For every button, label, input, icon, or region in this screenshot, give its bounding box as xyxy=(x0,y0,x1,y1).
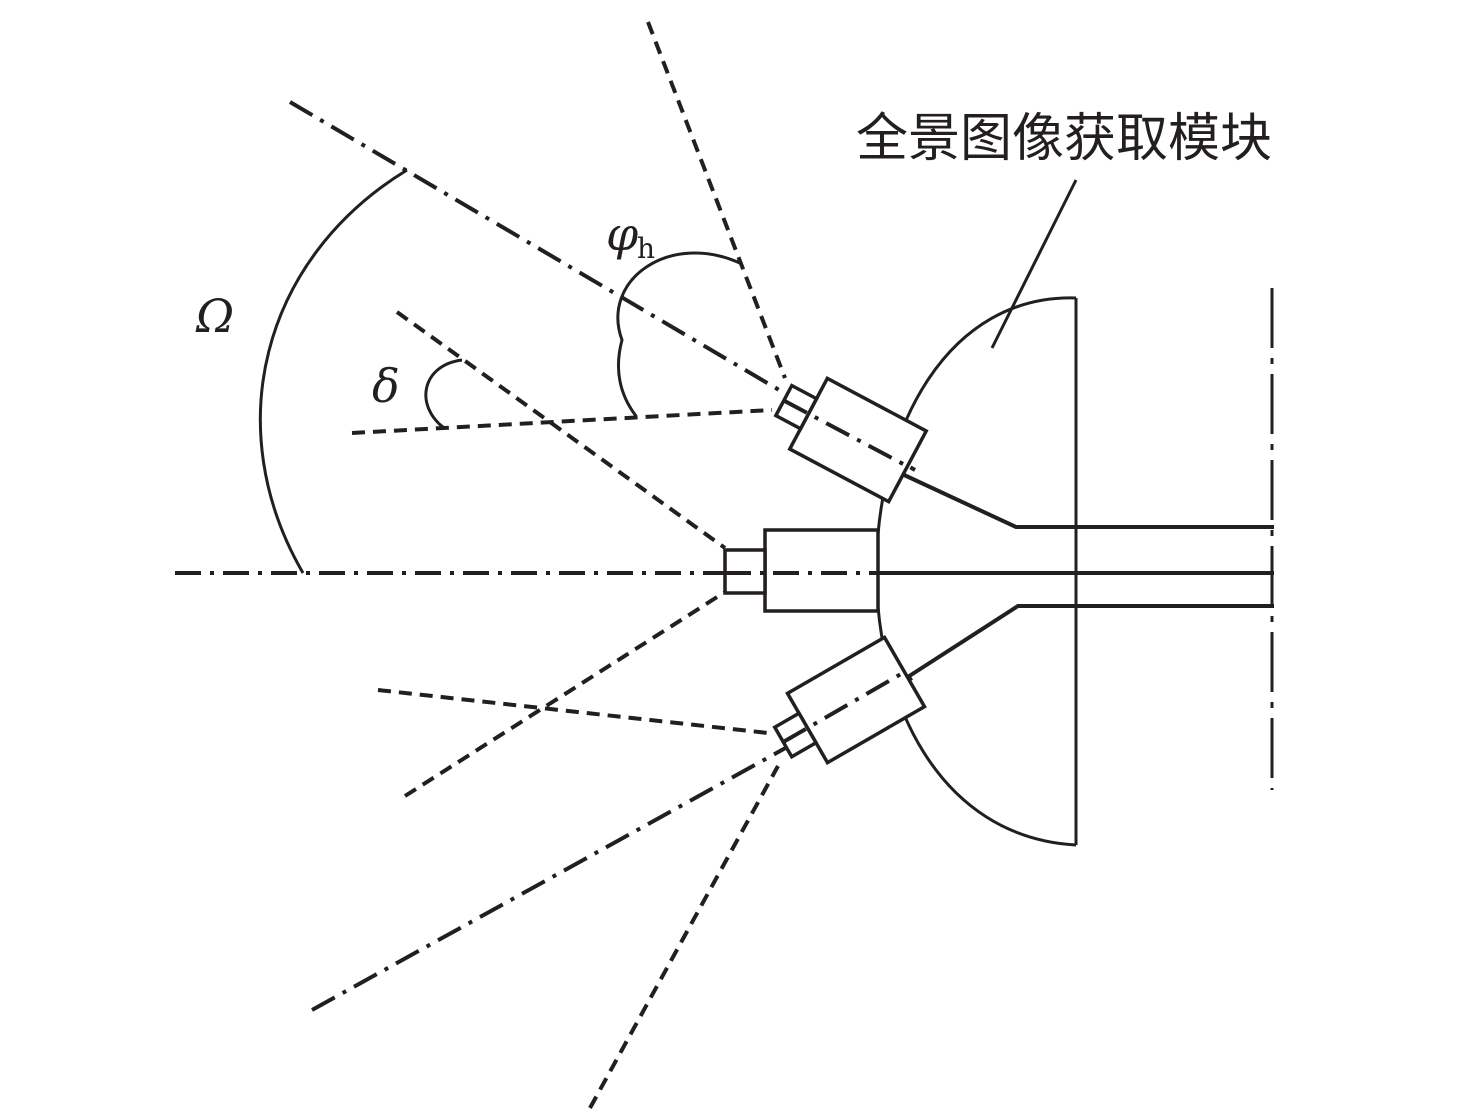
fov-line-bottom-lower xyxy=(588,765,780,1109)
delta-angle-arc xyxy=(424,358,463,430)
camera-bottom-axis xyxy=(782,670,906,744)
camera-top-axis xyxy=(782,398,909,469)
camera-center-body xyxy=(763,528,880,613)
camera-bottom xyxy=(772,634,927,766)
module-label: 全景图像获取模块 xyxy=(856,109,1272,169)
omega-label: Ω xyxy=(195,289,234,343)
fov-line-top-upper xyxy=(646,21,787,379)
omega-angle-arc xyxy=(258,168,408,574)
camera-center xyxy=(723,528,880,613)
cable-top xyxy=(901,472,1274,529)
cable-bottom xyxy=(898,604,1274,684)
phi-h-angle-arc xyxy=(616,251,743,417)
phi-subscript-label: h xyxy=(637,232,655,265)
fov-line-center-lower xyxy=(403,590,727,798)
fov-line-center-upper xyxy=(395,310,727,550)
fov-line-bottom-upper xyxy=(377,688,769,735)
phi-label: φ xyxy=(606,207,639,261)
fov-line-top-lower xyxy=(351,408,773,435)
optical-axis-bottom-camera xyxy=(311,676,913,1012)
delta-label: δ xyxy=(372,359,400,413)
optical-axis-top-camera xyxy=(288,100,917,472)
module-leader-line xyxy=(990,179,1078,349)
camera-top xyxy=(773,376,929,504)
